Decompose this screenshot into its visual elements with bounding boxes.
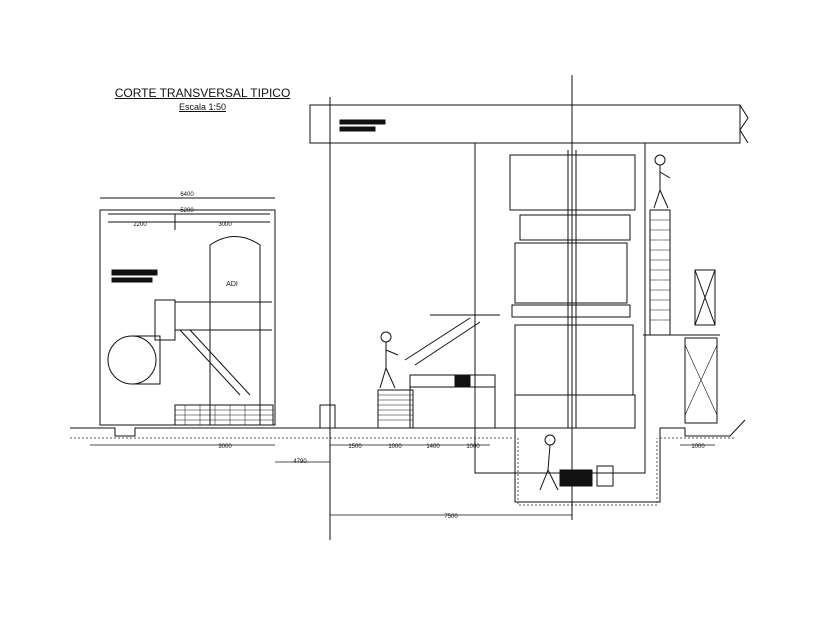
dim-step-d: 1000 <box>466 444 480 450</box>
upper-structure <box>309 75 749 540</box>
dim-left-span: 2200 <box>133 222 147 228</box>
dim-right-run: 1000 <box>691 444 705 450</box>
drawing-title: CORTE TRANSVERSAL TIPICO <box>114 86 291 100</box>
dim-step-c: 1400 <box>426 444 440 450</box>
drawing-scale: Escala 1:50 <box>178 102 227 112</box>
dim-right-span: 3000 <box>218 222 232 228</box>
tank-building <box>99 197 276 426</box>
dim-total-run: 7500 <box>444 514 458 520</box>
ground-line <box>70 419 746 506</box>
dim-step-a: 1500 <box>348 444 362 450</box>
dim-step-b: 1000 <box>388 444 402 450</box>
dim-overall: 6400 <box>180 192 194 198</box>
tank-label: ADI <box>226 281 238 288</box>
dim-base-run: 3000 <box>218 444 232 450</box>
pit <box>559 465 614 487</box>
middle-platform <box>319 314 500 429</box>
dimension-lines <box>90 444 715 516</box>
dim-inner: 5200 <box>180 208 194 214</box>
worker-figures <box>379 154 671 491</box>
dim-offset: 4790 <box>293 459 307 465</box>
